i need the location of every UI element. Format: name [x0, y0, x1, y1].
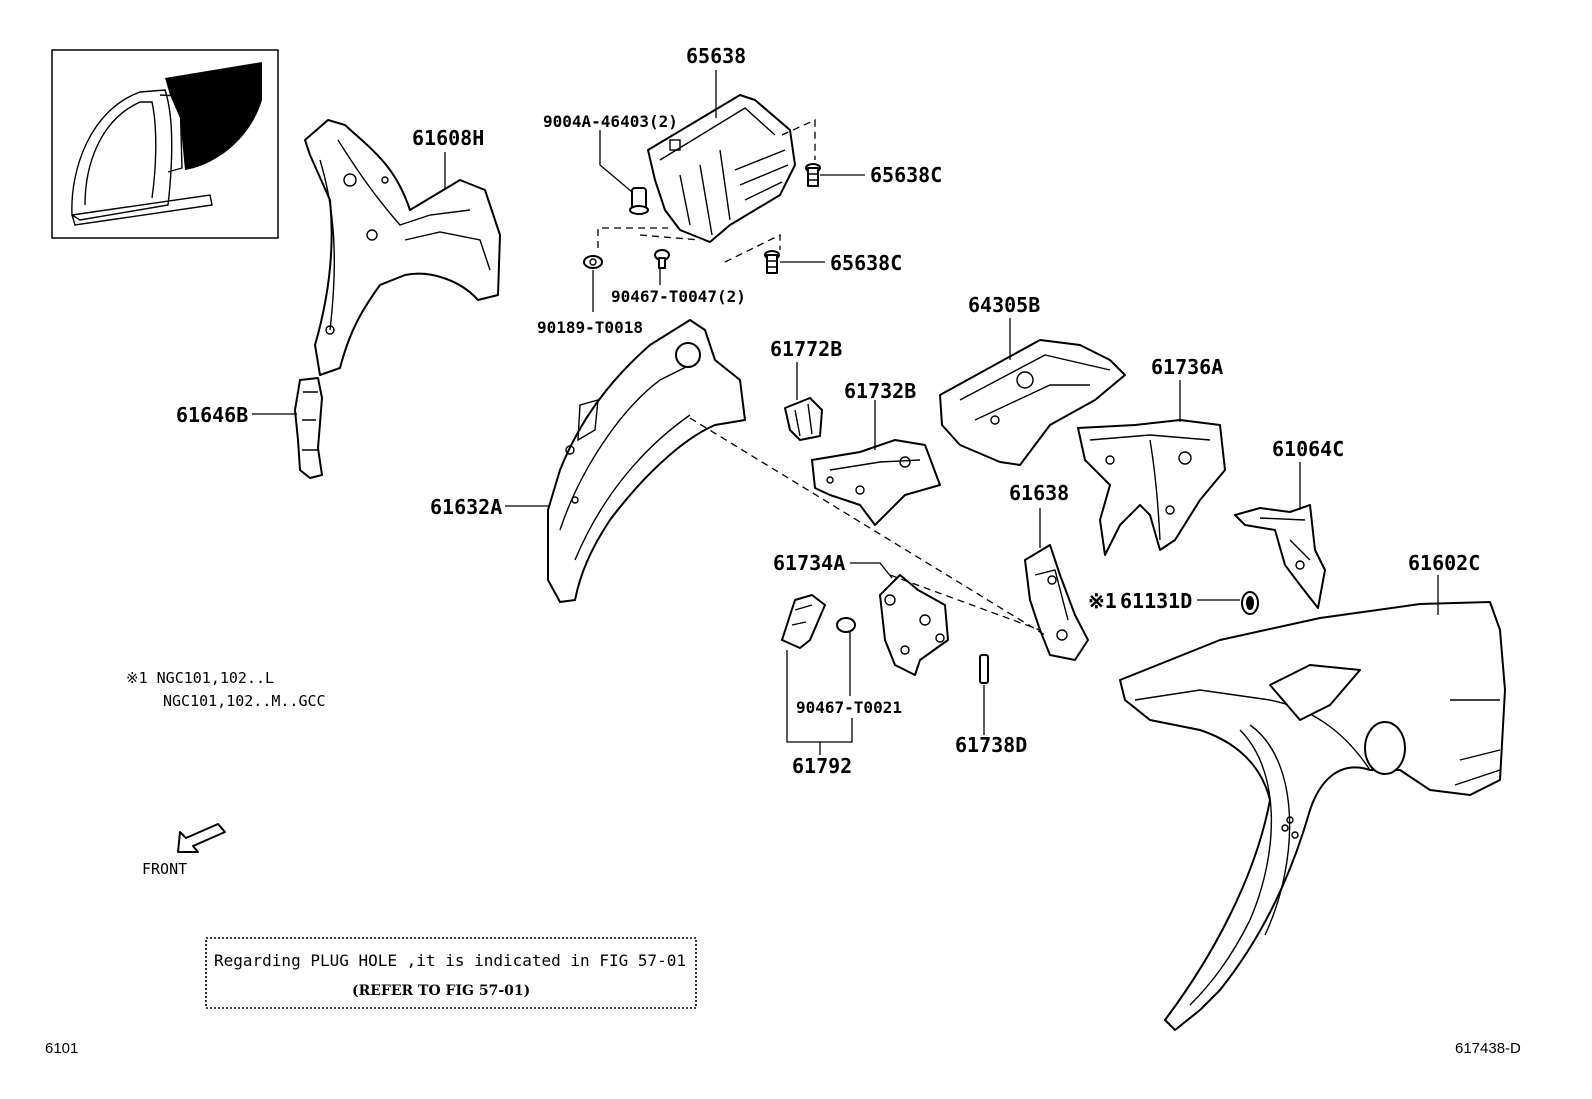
- part-64305b-shape: [939, 339, 1126, 466]
- locator-inset: [51, 49, 279, 239]
- notice-line-2: (REFER TO FIG 57-01): [352, 983, 530, 999]
- label-61131d-mark: ※1: [1088, 589, 1117, 613]
- label-61772b: 61772B: [770, 337, 842, 361]
- label-61064c: 61064C: [1272, 437, 1344, 461]
- fastener-90467-t0047-shape: [654, 249, 670, 269]
- part-61064c-shape: [1234, 504, 1326, 609]
- part-61608h-shape: [304, 119, 501, 376]
- fastener-90189-shape: [583, 255, 603, 269]
- footnote-line-1: ※1 NGC101,102..L: [126, 669, 274, 687]
- part-61732b-shape: [811, 439, 941, 526]
- label-90467-t0021: 90467-T0021: [796, 698, 902, 717]
- label-61734a: 61734A: [773, 551, 845, 575]
- label-90467-t0047: 90467-T0047(2): [611, 287, 746, 306]
- notice-box: [205, 937, 697, 1009]
- label-61792: 61792: [792, 754, 852, 778]
- label-61602c: 61602C: [1408, 551, 1480, 575]
- notice-line-1: Regarding PLUG HOLE ,it is indicated in …: [214, 951, 686, 970]
- label-65638c-lower: 65638C: [830, 251, 902, 275]
- part-61738d-shape: [979, 654, 989, 684]
- part-61736a-shape: [1077, 419, 1226, 556]
- page-code-left: 6101: [45, 1040, 78, 1057]
- fastener-9004a-shape: [629, 187, 649, 215]
- label-61638: 61638: [1009, 481, 1069, 505]
- label-61646b: 61646B: [176, 403, 248, 427]
- part-61734a-shape: [879, 574, 949, 676]
- part-61131d-shape: [1241, 591, 1259, 615]
- label-61632a: 61632A: [430, 495, 502, 519]
- part-61772b-shape: [784, 397, 823, 441]
- front-arrow-icon: [177, 823, 226, 853]
- part-65638-shape: [647, 94, 796, 243]
- part-61632a-shape: [547, 319, 746, 603]
- label-61736a: 61736A: [1151, 355, 1223, 379]
- fastener-65638c-upper-shape: [805, 163, 821, 187]
- label-64305b: 64305B: [968, 293, 1040, 317]
- label-61608h: 61608H: [412, 126, 484, 150]
- label-9004a-46403: 9004A-46403(2): [543, 112, 678, 131]
- part-61792-shape: [781, 594, 826, 649]
- label-65638: 65638: [686, 44, 746, 68]
- fastener-90467-t0021-shape: [836, 617, 856, 633]
- label-65638c-upper: 65638C: [870, 163, 942, 187]
- front-label: FRONT: [142, 860, 187, 878]
- label-90189-t0018: 90189-T0018: [537, 318, 643, 337]
- part-61646b-shape: [294, 377, 323, 479]
- label-61738d: 61738D: [955, 733, 1027, 757]
- part-61638-shape: [1024, 544, 1089, 661]
- page-code-right: 617438-D: [1455, 1040, 1521, 1057]
- leader-lines: [252, 70, 1439, 755]
- footnote-line-2: NGC101,102..M..GCC: [163, 692, 326, 710]
- part-61602c-shape: [1119, 601, 1506, 1031]
- fastener-65638c-lower-shape: [764, 250, 780, 274]
- label-61131d: 61131D: [1120, 589, 1192, 613]
- label-61732b: 61732B: [844, 379, 916, 403]
